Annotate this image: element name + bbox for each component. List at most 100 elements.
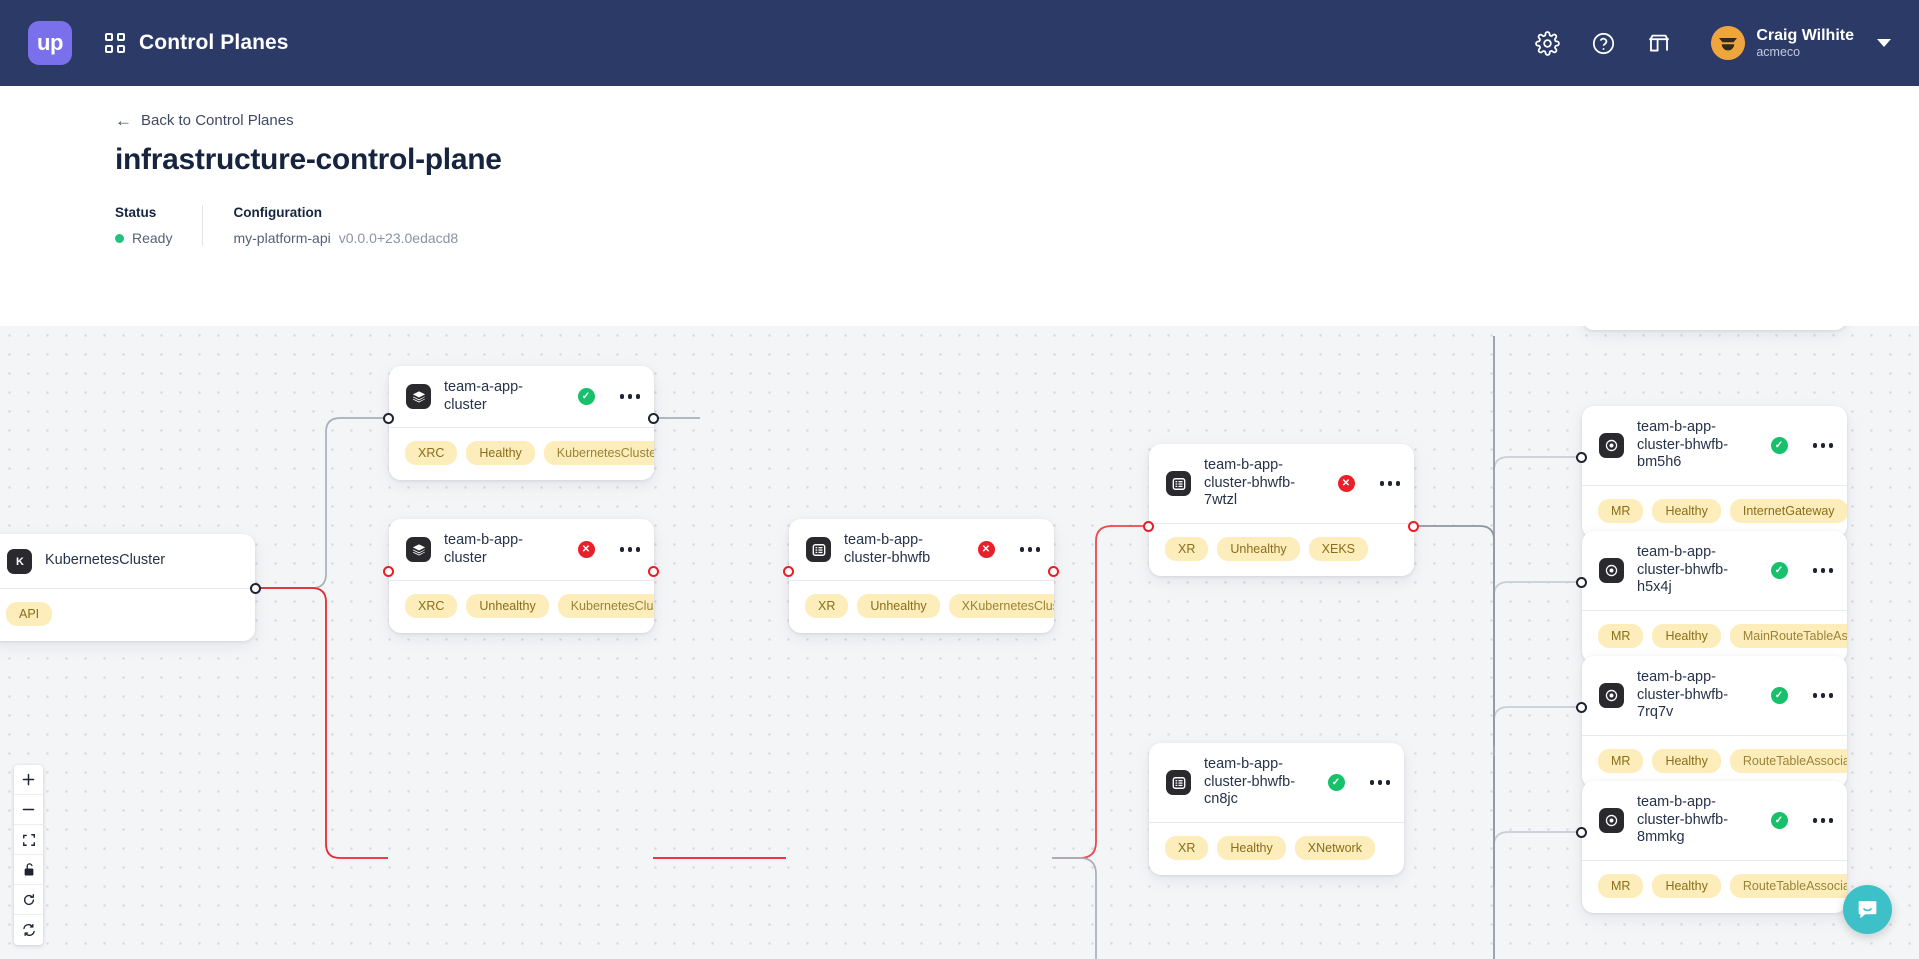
node-tags: XR Unhealthy XKubernetesCluster	[789, 581, 1054, 633]
node-tag: XKubernetesCluster	[948, 594, 1054, 619]
user-menu[interactable]: Craig Wilhite acmeco	[1711, 26, 1891, 60]
refresh-button[interactable]	[14, 885, 43, 915]
node-port-right	[648, 413, 659, 424]
node-title: team-b-app-cluster	[444, 532, 523, 566]
status-healthy-icon: ✓	[577, 388, 595, 406]
node-menu-button[interactable]	[1008, 547, 1040, 552]
node-menu-button[interactable]	[1368, 481, 1400, 486]
zoom-in-button[interactable]	[14, 765, 43, 795]
node-tag: MR	[1598, 624, 1644, 649]
graph-node-kubernetes-cluster[interactable]: K KubernetesCluster API	[0, 534, 255, 641]
node-tag: MR	[1598, 749, 1644, 774]
node-tag: Unhealthy	[1217, 537, 1300, 562]
node-divider	[389, 580, 654, 582]
logo-text: up	[37, 30, 63, 55]
node-menu-button[interactable]	[1358, 780, 1390, 785]
node-title: team-b-app-cluster-bhwfb-8mmkg	[1637, 794, 1729, 846]
graph-node-team-b-app-cluster-bhwfb-7rq7v[interactable]: team-b-app-cluster-bhwfb-7rq7v ✓ MR Heal…	[1582, 656, 1847, 789]
node-port-right	[648, 566, 659, 577]
node-title: team-a-app-cluster	[444, 379, 523, 413]
graph-node-team-b-app-cluster-bhwfb[interactable]: team-b-app-cluster-bhwfb ✕ XR Unhealthy …	[789, 519, 1054, 634]
marketplace-icon[interactable]	[1645, 29, 1673, 57]
upbound-logo-icon[interactable]: up	[28, 21, 72, 65]
node-tag: Unhealthy	[466, 594, 549, 619]
configuration-name: my-platform-api	[233, 230, 331, 246]
configuration-version: v0.0.0+23.0edacd8	[338, 230, 459, 246]
grid-apps-icon	[105, 33, 125, 53]
node-title: team-b-app-cluster-bhwfb-7rq7v	[1637, 669, 1729, 721]
managed-resource-icon	[1599, 808, 1624, 834]
graph-node-team-b-app-cluster-bhwfb-bm5h6[interactable]: team-b-app-cluster-bhwfb-bm5h6 ✓ MR Heal…	[1582, 406, 1847, 539]
node-tag: Unhealthy	[857, 594, 940, 619]
status-unhealthy-icon: ✕	[1337, 475, 1355, 493]
node-tags: XRC Unhealthy KubernetesCluster	[389, 581, 654, 633]
status-unhealthy-icon: ✕	[977, 541, 995, 559]
configuration-value: my-platform-api v0.0.0+23.0edacd8	[233, 230, 458, 246]
node-tags: MR Healthy RouteTableAssociation	[1582, 861, 1847, 913]
node-tags: API	[0, 589, 255, 641]
page-title: infrastructure-control-plane	[115, 143, 502, 176]
node-port-left	[1576, 452, 1587, 463]
node-title: team-b-app-cluster-bhwfb	[844, 532, 931, 566]
page-header: ← Back to Control Planes infrastructure-…	[0, 86, 1919, 329]
graph-node-team-a-app-cluster[interactable]: team-a-app-cluster ✓ XRC Healthy Kuberne…	[389, 366, 654, 481]
node-menu-button[interactable]	[608, 394, 640, 399]
node-port-right	[1048, 566, 1059, 577]
resource-graph-canvas[interactable]: K KubernetesCluster API team-a-app-clust…	[0, 326, 1919, 959]
node-tag: RouteTableAssociation	[1729, 874, 1847, 899]
node-tag: XNetwork	[1294, 836, 1375, 861]
back-to-control-planes-link[interactable]: ← Back to Control Planes	[115, 112, 294, 129]
node-header: team-b-app-cluster-bhwfb ✕	[789, 519, 1054, 580]
chat-launcher[interactable]	[1843, 885, 1892, 934]
graph-node-team-b-app-cluster-bhwfb-7wtzl[interactable]: team-b-app-cluster-bhwfb-7wtzl ✕ XR Unhe…	[1149, 444, 1414, 577]
graph-node-team-b-app-cluster-bhwfb-h5x4j[interactable]: team-b-app-cluster-bhwfb-h5x4j ✓ MR Heal…	[1582, 531, 1847, 664]
zoom-out-button[interactable]	[14, 795, 43, 825]
sync-button[interactable]	[14, 915, 43, 945]
svg-text:K: K	[16, 556, 24, 568]
node-tag: InternetGateway	[1729, 499, 1847, 524]
graph-node-team-b-app-cluster[interactable]: team-b-app-cluster ✕ XRC Unhealthy Kuber…	[389, 519, 654, 634]
node-tag: XRC	[405, 594, 458, 619]
node-divider	[1582, 610, 1847, 612]
graph-node-team-b-app-cluster-bhwfb-8mmkg[interactable]: team-b-app-cluster-bhwfb-8mmkg ✓ MR Heal…	[1582, 781, 1847, 914]
node-tag: Healthy	[1217, 836, 1286, 861]
node-port-right	[1408, 521, 1419, 532]
node-menu-button[interactable]	[1801, 568, 1833, 573]
node-divider	[1149, 822, 1404, 824]
node-menu-button[interactable]	[608, 547, 640, 552]
node-tags: XR Unhealthy XEKS	[1149, 524, 1414, 576]
unlocked-padlock-icon[interactable]	[14, 855, 43, 885]
node-tag: MainRouteTableAssociation	[1729, 624, 1847, 649]
help-circle-icon[interactable]	[1589, 29, 1617, 57]
node-menu-button[interactable]	[1801, 693, 1833, 698]
node-tag: Healthy	[1652, 499, 1721, 524]
graph-node-team-b-app-cluster-bhwfb-cn8jc[interactable]: team-b-app-cluster-bhwfb-cn8jc ✓ XR Heal…	[1149, 743, 1404, 876]
node-tags	[1582, 326, 1847, 330]
chevron-down-icon[interactable]	[1877, 39, 1891, 47]
node-port-left	[783, 566, 794, 577]
node-tag: XR	[1165, 836, 1209, 861]
layers-xrc-icon	[406, 537, 431, 563]
gear-icon[interactable]	[1533, 29, 1561, 57]
status-value: Ready	[132, 230, 173, 246]
nav-control-planes-link[interactable]: Control Planes	[105, 31, 289, 55]
node-divider	[789, 580, 1054, 582]
nav-title: Control Planes	[139, 31, 289, 54]
node-menu-button[interactable]	[1801, 443, 1833, 448]
arrow-left-icon: ←	[115, 111, 132, 130]
fit-view-button[interactable]	[14, 825, 43, 855]
node-tag: XR	[1165, 537, 1209, 562]
graph-node-partial-top[interactable]	[1582, 326, 1847, 330]
node-port-left	[383, 413, 394, 424]
node-header: team-b-app-cluster-bhwfb-bm5h6 ✓	[1582, 406, 1847, 485]
node-divider	[1582, 735, 1847, 737]
node-port-left	[1576, 702, 1587, 713]
status-healthy-icon: ✓	[1770, 687, 1788, 705]
node-header: team-b-app-cluster-bhwfb-7rq7v ✓	[1582, 656, 1847, 735]
top-navigation-bar: up Control Planes	[0, 0, 1919, 86]
kubernetes-claim-icon: K	[7, 548, 32, 574]
node-port-left	[1143, 521, 1154, 532]
user-avatar	[1711, 26, 1746, 60]
node-tag: Healthy	[1652, 874, 1721, 899]
node-menu-button[interactable]	[1801, 818, 1833, 823]
